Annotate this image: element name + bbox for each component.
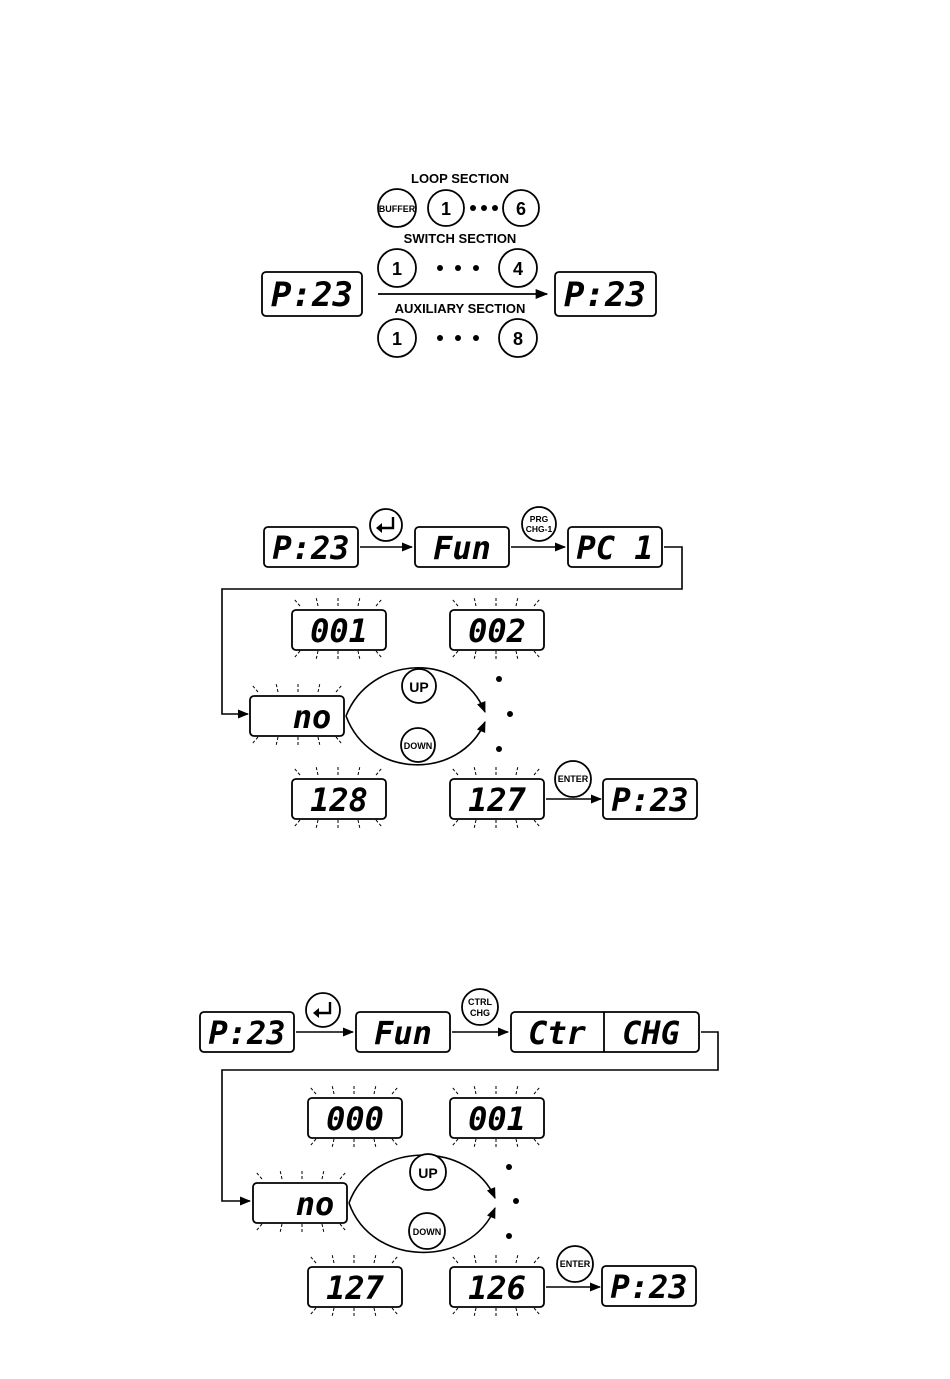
d3-display-end-text: P:23: [610, 1268, 687, 1306]
d3-value-no-text: no: [296, 1185, 335, 1223]
switch-button-4[interactable]: 4: [499, 249, 537, 287]
d2-display-end-text: P:23: [611, 781, 688, 819]
loop-ellipsis-dots: [470, 205, 498, 211]
d2-value-c-text: 128: [310, 781, 368, 819]
d3-display-mode: Ctr CHG: [511, 1012, 699, 1052]
d2-value-d: 127: [450, 766, 544, 829]
buffer-button[interactable]: BUFFER: [378, 189, 416, 227]
aux-ellipsis-dots: [437, 335, 479, 341]
diagram-3: P:23 Fun CTRL CHG Ctr CHG: [200, 989, 718, 1317]
d2-display-start: P:23: [264, 527, 358, 567]
d3-up-label: UP: [418, 1165, 437, 1181]
d2-prg-chg-button[interactable]: PRG CHG-1: [522, 507, 556, 541]
d3-down-button[interactable]: DOWN: [409, 1213, 445, 1249]
d3-enter-label: ENTER: [560, 1259, 591, 1269]
d2-value-d-text: 127: [468, 781, 527, 819]
d2-value-b-text: 002: [468, 612, 526, 650]
d2-down-button[interactable]: DOWN: [401, 728, 435, 762]
d3-down-label: DOWN: [413, 1227, 442, 1237]
loop-button-6[interactable]: 6: [503, 190, 539, 226]
d2-value-no: no: [250, 683, 344, 746]
switch-button-1-label: 1: [392, 259, 402, 279]
d2-display-fun-text: Fun: [433, 529, 491, 567]
switch-button-1[interactable]: 1: [378, 249, 416, 287]
d3-value-b: 001: [450, 1085, 544, 1148]
d3-enter-button[interactable]: ENTER: [557, 1246, 593, 1282]
d3-vertical-ellipsis: [506, 1164, 519, 1239]
d3-enter-key-button[interactable]: [306, 993, 340, 1027]
display-left-text: P:23: [271, 275, 353, 315]
switch-button-4-label: 4: [513, 259, 523, 279]
aux-button-1[interactable]: 1: [378, 319, 416, 357]
d3-value-c-text: 127: [326, 1269, 385, 1307]
auxiliary-section-label: AUXILIARY SECTION: [395, 301, 526, 316]
d2-vertical-ellipsis: [496, 676, 513, 752]
loop-button-1-label: 1: [441, 199, 451, 219]
d3-value-a-text: 000: [326, 1100, 384, 1138]
loop-button-1[interactable]: 1: [428, 190, 464, 226]
display-left: P:23: [262, 272, 362, 316]
d3-value-d-text: 126: [468, 1269, 526, 1307]
d3-display-end: P:23: [602, 1266, 696, 1306]
d2-value-b: 002: [450, 597, 544, 660]
loop-section-label: LOOP SECTION: [411, 171, 509, 186]
d2-down-label: DOWN: [404, 741, 433, 751]
d3-display-mode-b-text: CHG: [622, 1014, 680, 1052]
d3-value-no: no: [253, 1170, 347, 1233]
switch-ellipsis-dots: [437, 265, 479, 271]
d2-enter-button[interactable]: ENTER: [555, 761, 591, 797]
d2-prg-line2: CHG-1: [526, 524, 553, 534]
d3-display-start: P:23: [200, 1012, 294, 1052]
aux-button-8-label: 8: [513, 329, 523, 349]
display-right: P:23: [555, 272, 656, 316]
d3-up-button[interactable]: UP: [410, 1154, 446, 1190]
d2-enter-key-button[interactable]: [370, 509, 402, 541]
d2-value-no-text: no: [293, 698, 332, 736]
d2-display-fun: Fun: [415, 527, 509, 567]
d2-display-start-text: P:23: [272, 529, 349, 567]
d2-enter-label: ENTER: [558, 774, 589, 784]
buffer-button-label: BUFFER: [379, 204, 416, 214]
d3-display-mode-a-text: Ctr: [528, 1014, 587, 1052]
d2-display-mode: PC 1: [568, 527, 662, 567]
d2-display-mode-text: PC 1: [576, 529, 653, 567]
diagram-2: P:23 Fun PRG CHG-1 PC 1: [222, 507, 697, 829]
d3-value-b-text: 001: [468, 1100, 526, 1138]
d3-ctrl-line1: CTRL: [468, 997, 492, 1007]
diagram-1: LOOP SECTION BUFFER 1 6 SWITCH SECTION 1: [262, 171, 656, 357]
d2-display-end: P:23: [603, 779, 697, 819]
aux-button-8[interactable]: 8: [499, 319, 537, 357]
d3-display-fun-text: Fun: [374, 1014, 432, 1052]
d3-value-d: 126: [450, 1254, 544, 1317]
d3-display-fun: Fun: [356, 1012, 450, 1052]
d3-ctrl-chg-button[interactable]: CTRL CHG: [462, 989, 498, 1025]
switch-section-label: SWITCH SECTION: [404, 231, 517, 246]
display-right-text: P:23: [564, 275, 646, 315]
d2-prg-line1: PRG: [530, 514, 549, 524]
d3-value-a: 000: [308, 1085, 402, 1148]
d2-value-a: 001: [292, 597, 386, 660]
d2-value-c: 128: [292, 766, 386, 829]
aux-button-1-label: 1: [392, 329, 402, 349]
d3-value-c: 127: [308, 1254, 402, 1317]
d2-value-a-text: 001: [310, 612, 368, 650]
loop-button-6-label: 6: [516, 199, 526, 219]
d3-ctrl-line2: CHG: [470, 1008, 490, 1018]
d3-display-start-text: P:23: [208, 1014, 285, 1052]
d2-up-button[interactable]: UP: [402, 669, 436, 703]
d2-up-label: UP: [409, 679, 428, 695]
